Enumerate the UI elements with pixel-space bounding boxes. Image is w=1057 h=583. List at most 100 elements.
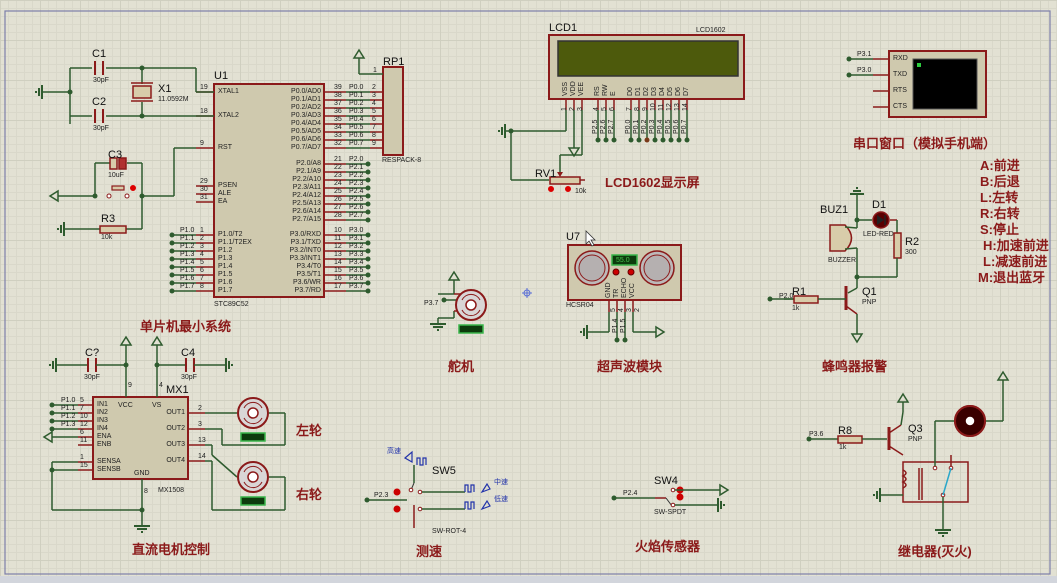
motor-driver-pin-number: 12 — [80, 421, 88, 428]
r8-ref: R8 — [838, 425, 853, 437]
net-terminal — [365, 248, 371, 254]
ultrasonic-transducer-icon — [578, 254, 606, 282]
lcd-pin-number: 7 — [626, 107, 633, 111]
lcd-part: LCD1602 — [696, 27, 726, 34]
motor-driver-pin-label: OUT3 — [166, 441, 185, 448]
mcu-pin-name: PSEN — [218, 182, 238, 189]
net-terminal — [684, 137, 690, 143]
lcd-pin-number: 8 — [634, 107, 641, 111]
mcu-pin-number: 7 — [200, 275, 204, 282]
command-item: S:停止 — [980, 222, 1020, 237]
caption-uart: 串口窗口（模拟手机端） — [853, 136, 997, 151]
net-label: P2.5 — [349, 196, 364, 203]
motor-driver-pin-number: 1 — [80, 454, 84, 461]
net-terminal — [365, 264, 371, 270]
net-terminal — [365, 280, 371, 286]
net-label: P1.4 — [180, 259, 195, 266]
net-label: P2.7 — [608, 119, 615, 134]
lcd-pin-number: 5 — [601, 107, 608, 111]
motor-driver-pin-number: 13 — [198, 437, 206, 444]
mcu-pin-name: P3.1/TXD — [290, 239, 321, 246]
mcu-pin-name: P1.2 — [218, 247, 233, 254]
mcu-pin-number: 19 — [200, 84, 208, 91]
mcu-pin-name: P3.6/WR — [292, 279, 321, 286]
mcu-pin-name: P3.0/RXD — [289, 231, 321, 238]
mcu-pin-name: P2.6/A14 — [292, 208, 321, 215]
mcu-pin-name: P2.4/A12 — [292, 192, 321, 199]
net-terminal — [365, 232, 371, 238]
reset-button-led — [130, 185, 136, 191]
lcd-pin-label: D0 — [627, 87, 634, 96]
mx1-ref: MX1 — [166, 384, 189, 396]
fan-motor-icon — [964, 415, 976, 427]
net-label: P0.0 — [625, 119, 632, 134]
command-item: H:加速前进 — [983, 238, 1049, 253]
mcu-pin-number: 16 — [334, 275, 342, 282]
mcu-ref: U1 — [214, 70, 229, 82]
net-terminal — [628, 137, 634, 143]
net-terminal — [660, 137, 666, 143]
lcd-pin-label: RS — [594, 86, 601, 96]
motor-driver-body — [92, 396, 189, 480]
status-bar — [0, 576, 1057, 583]
net-label: P1.2 — [61, 413, 76, 420]
q3-ref: Q3 — [908, 423, 923, 435]
caption-mcu: 单片机最小系统 — [140, 319, 232, 334]
wire — [211, 454, 238, 478]
servo-motor-icon-readout — [458, 324, 484, 334]
mcu-pin-number: 5 — [200, 259, 204, 266]
sw4-ref: SW4 — [654, 475, 678, 487]
net-label: P2.0 — [779, 293, 794, 300]
net-label: P1.2 — [180, 243, 195, 250]
power-terminal-icon — [567, 147, 581, 158]
mouse-cursor-icon — [585, 230, 596, 247]
net-label: P3.4 — [349, 259, 364, 266]
net-terminal — [603, 137, 609, 143]
net-terminal — [652, 137, 658, 143]
net-terminal — [49, 402, 55, 408]
mcu-pin-name: P3.5/T1 — [296, 271, 321, 278]
mcu-pin-name: P0.6/AD6 — [291, 136, 321, 143]
lcd-pin-number: 10 — [650, 103, 657, 111]
u7-value: HCSR04 — [566, 302, 594, 309]
mcu-pin-name: P2.2/A10 — [292, 176, 321, 183]
lcd-pin-number: 3 — [577, 107, 584, 111]
ultrasonic-readout — [611, 254, 638, 266]
net-label: P0.7 — [681, 119, 688, 134]
net-terminal — [49, 410, 55, 416]
command-item: A:前进 — [980, 158, 1020, 173]
ultrasonic-led — [627, 268, 635, 276]
net-label: P1.5 — [620, 318, 627, 333]
mcu-pin-name: P2.1/A9 — [296, 168, 321, 175]
q1-value: PNP — [862, 299, 877, 306]
net-terminal — [169, 264, 175, 270]
net-label: P0.5 — [349, 124, 364, 131]
ultrasonic-pin-label: VCC — [629, 283, 636, 298]
net-terminal — [365, 240, 371, 246]
x1-ref: X1 — [158, 83, 172, 95]
mcu-pin-number: 36 — [334, 108, 342, 115]
command-item: M:退出蓝牙 — [978, 270, 1046, 285]
c1-ref: C1 — [92, 48, 107, 60]
net-label: P2.1 — [349, 164, 364, 171]
mcu-pin-number: 26 — [334, 196, 342, 203]
resistor-pack-icon — [382, 66, 404, 156]
mcu-body — [213, 83, 325, 298]
mcu-pin-number: 14 — [334, 259, 342, 266]
d1-ref: D1 — [872, 199, 887, 211]
right-wheel-motor-icon-readout — [240, 496, 266, 506]
rp1-pin: 7 — [372, 124, 376, 131]
c4-ref: C4 — [181, 347, 196, 359]
servo-motor-icon — [461, 309, 481, 317]
wire — [844, 226, 858, 229]
motor-driver-pin-number: 5 — [80, 397, 84, 404]
mcu-pin-number: 30 — [200, 186, 208, 193]
lcd-pin-label: D3 — [651, 87, 658, 96]
motor-driver-pin-number: 11 — [80, 437, 88, 444]
mcu-pin-name: P0.4/AD4 — [291, 120, 321, 127]
net-terminal — [169, 240, 175, 246]
virtual-terminal-screen — [912, 58, 978, 110]
net-label: P0.1 — [633, 119, 640, 134]
caption-buzzer: 蜂鸣器报警 — [822, 359, 888, 374]
